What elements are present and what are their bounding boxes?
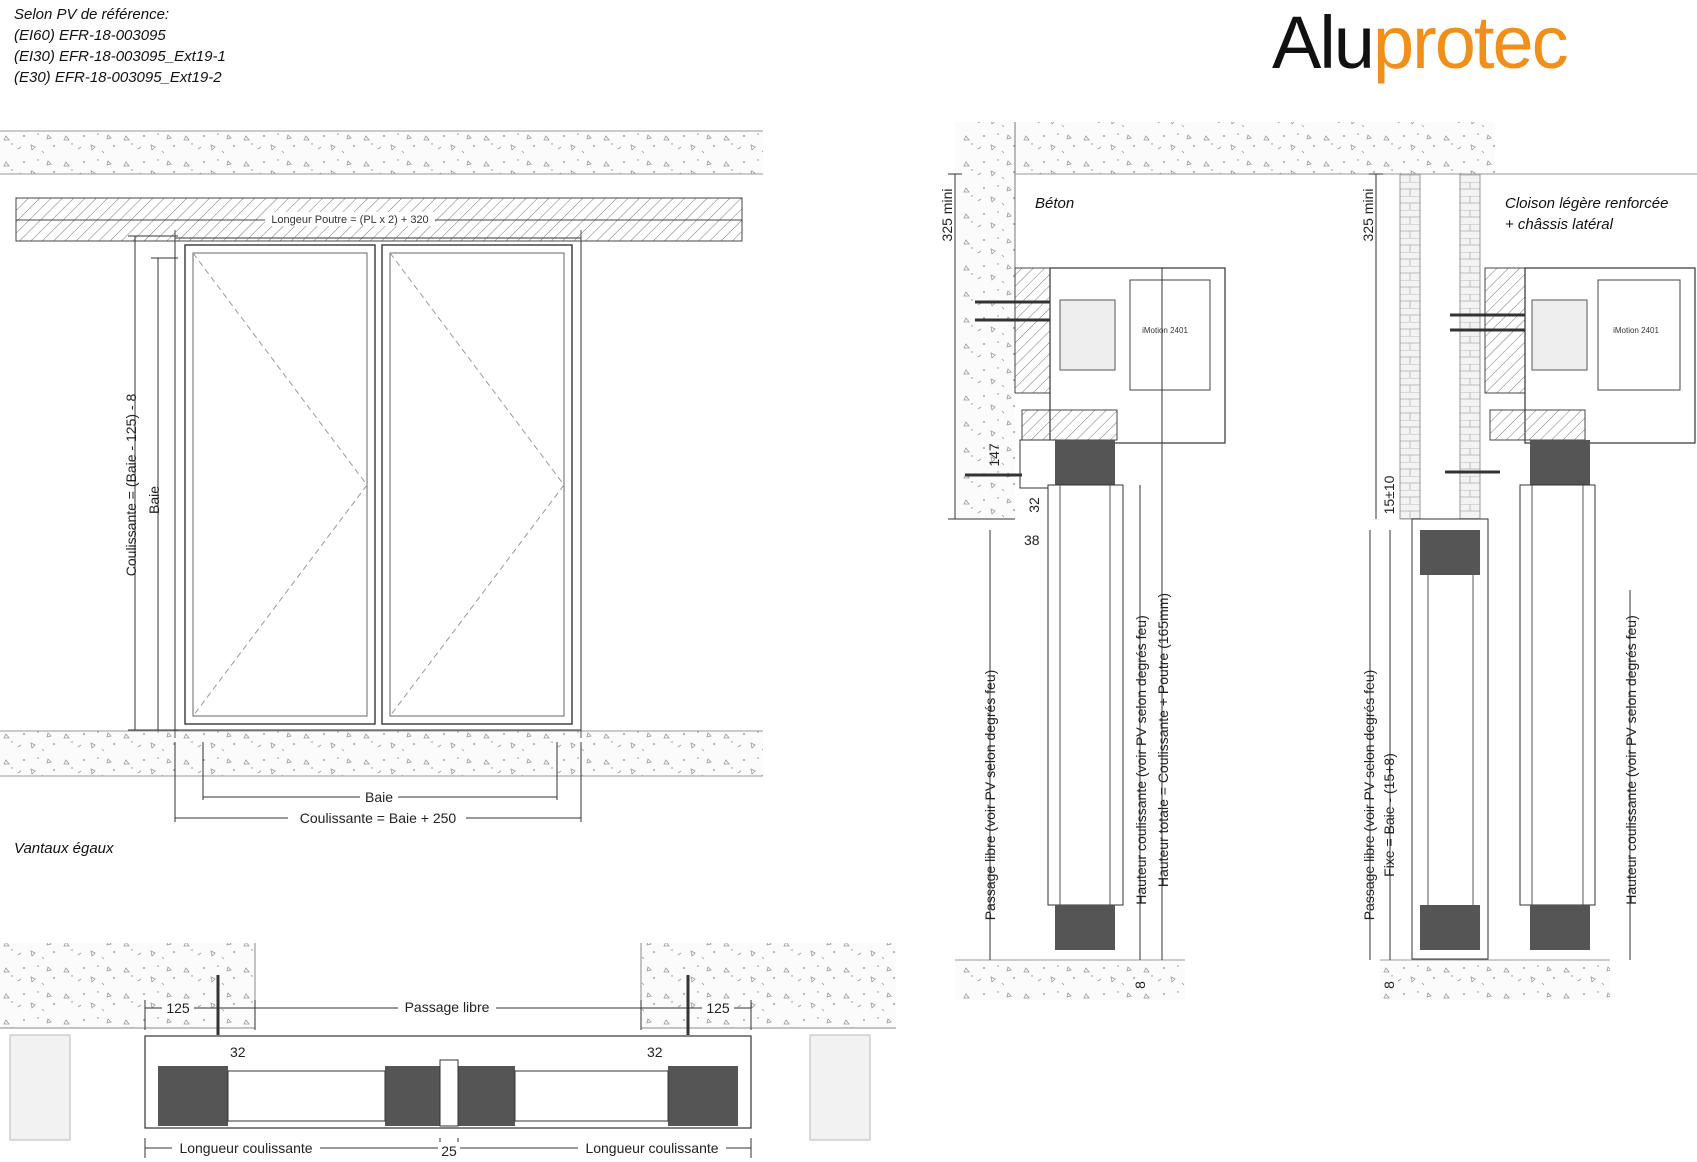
beton-dim-147: 147 — [986, 443, 1002, 467]
beton-leaf-top-profile — [1055, 440, 1115, 485]
cloison-motor-label: iMotion 2401 — [1613, 326, 1659, 335]
plan-glass-right — [514, 1070, 669, 1122]
dim-bottom-right-bg — [578, 1140, 726, 1156]
plan-glass-left — [227, 1070, 386, 1122]
door-frame-outer — [174, 237, 582, 731]
beton-side-profile — [1019, 439, 1059, 489]
logo-text-protec: protec — [1372, 1, 1569, 84]
dim-passage-bg — [398, 999, 496, 1016]
cloison-floor — [1380, 960, 1610, 1000]
beton-leaf-bottom-profile — [1055, 905, 1115, 950]
opening-direction-lines — [192, 252, 565, 717]
plan-profile-mid-left — [385, 1066, 445, 1126]
section-beton: Béton iMotion 2401 325 mini 147 32 — [939, 122, 1580, 1000]
cloison-top-rail — [1489, 409, 1586, 441]
longueur-coulissante-left: Longueur coulissante — [179, 1140, 312, 1156]
beton-dim-32: 32 — [1026, 497, 1042, 513]
dim-32-right: 32 — [647, 1044, 663, 1060]
cloison-dim-8: 8 — [1381, 981, 1397, 989]
coulissante-width-label: Coulissante = Baie + 250 — [300, 810, 457, 826]
beton-dim-8: 8 — [1132, 981, 1148, 989]
plan-profile-left — [158, 1066, 228, 1126]
ceiling-concrete — [0, 131, 763, 174]
beton-hauteur-label: Hauteur coulissante (voir PV selon degré… — [1133, 615, 1149, 904]
dim-32-left: 32 — [230, 1044, 246, 1060]
aluprotec-logo: Aluprotec — [1272, 0, 1569, 86]
plan-profile-right — [668, 1066, 738, 1126]
cloison-leaf-top-profile — [1530, 440, 1590, 485]
logo-text-alu: Alu — [1272, 1, 1375, 84]
dim-bottom-left-bg — [172, 1140, 320, 1156]
dim-bottom-mid-bg — [438, 1142, 460, 1158]
beton-ceiling — [955, 122, 1495, 174]
cloison-fixed-bottom-profile — [1420, 905, 1480, 950]
cloison-carriage — [1531, 299, 1588, 371]
plan-wall-right — [641, 943, 896, 1028]
dim-125-right-bg — [702, 1000, 734, 1016]
left-leaf-glass — [192, 252, 368, 717]
vantaux-egaux-caption: Vantaux égaux — [14, 840, 114, 857]
beton-title: Béton — [1035, 195, 1074, 212]
beton-dim-325: 325 mini — [939, 189, 955, 242]
cloison-fixed-top-profile — [1420, 530, 1480, 575]
dim-125-left-bg — [162, 1000, 194, 1016]
cloison-title-line-1: Cloison légère renforcée — [1505, 195, 1668, 212]
beton-carriage — [1059, 299, 1116, 371]
elevation-view: Longeur Poutre = (PL x 2) + 320 Coulissa… — [0, 130, 763, 857]
cloison-passage-label: Passage libre (voir PV selon degrés feu) — [1361, 670, 1377, 921]
beton-fixing-block — [1014, 267, 1051, 394]
beton-floor — [955, 960, 1185, 1000]
dim-25: 25 — [441, 1143, 457, 1159]
adjacent-frame-right — [809, 1034, 871, 1141]
reference-line-1: Selon PV de référence: — [14, 6, 170, 23]
reference-line-2: (EI60) EFR-18-003095 — [14, 27, 166, 44]
reference-line-4: (E30) EFR-18-003095_Ext19-2 — [14, 69, 222, 86]
longueur-coulissante-right: Longueur coulissante — [585, 1140, 718, 1156]
cloison-motor-box — [1597, 279, 1681, 391]
reference-line-3: (EI30) EFR-18-003095_Ext19-1 — [14, 48, 226, 65]
cloison-title-line-2: + châssis latéral — [1505, 216, 1614, 233]
plan-profile-mid-right — [455, 1066, 515, 1126]
floor-concrete — [0, 731, 763, 776]
cloison-partition-core — [1419, 173, 1461, 520]
cloison-leaf-bottom-profile — [1530, 905, 1590, 950]
reference-block: Selon PV de référence: (EI60) EFR-18-003… — [14, 4, 226, 88]
cloison-dim-15: 15±10 — [1381, 475, 1397, 514]
beton-passage-label: Passage libre (voir PV selon degrés feu) — [982, 670, 998, 921]
dim-passage-libre: Passage libre — [405, 999, 490, 1015]
dim-baie-label-bg — [360, 789, 398, 805]
baie-vertical-label: Baie — [146, 486, 162, 514]
plan-center-seal — [439, 1059, 459, 1127]
adjacent-frame-left — [9, 1034, 71, 1141]
coulissante-height-label: Coulissante = (Baie - 125) - 8 — [123, 394, 139, 577]
cloison-fixe-label: Fixe = Baie - (15+8) — [1381, 753, 1397, 877]
plan-wall-left — [0, 943, 255, 1028]
beton-top-rail — [1021, 409, 1118, 441]
right-leaf-glass — [389, 252, 565, 717]
cloison-leaf-body — [1519, 484, 1596, 906]
plan-view: 125 125 Passage libre 32 32 Longueur cou… — [0, 943, 896, 1159]
plan-profile-outline — [144, 1035, 752, 1129]
dim-125-left: 125 — [166, 1000, 190, 1016]
section-cloison: Cloison légère renforcée + châssis latér… — [1360, 173, 1697, 1000]
beton-hauteur-totale-label: Hauteur totale = Coulissante + Poutre (1… — [1155, 593, 1171, 887]
dim-125-right: 125 — [706, 1000, 730, 1016]
beton-motor-label: iMotion 2401 — [1142, 326, 1188, 335]
beton-dim-38: 38 — [1024, 532, 1040, 548]
beam-length-label: Longeur Poutre = (PL x 2) + 320 — [271, 214, 428, 226]
beton-wall — [955, 174, 1015, 519]
baie-width-label: Baie — [365, 789, 393, 805]
cloison-hauteur-label: Hauteur coulissante (voir PV selon degré… — [1623, 615, 1639, 904]
beam-label-background — [265, 212, 435, 226]
left-leaf-frame — [184, 244, 376, 725]
right-leaf-frame — [381, 244, 573, 725]
cloison-dim-325: 325 mini — [1360, 189, 1376, 242]
beton-motor-box — [1129, 279, 1211, 391]
beton-leaf-body — [1047, 484, 1124, 906]
cloison-fixed-panel — [1411, 518, 1489, 960]
dim-coul-label-bg — [288, 810, 466, 826]
